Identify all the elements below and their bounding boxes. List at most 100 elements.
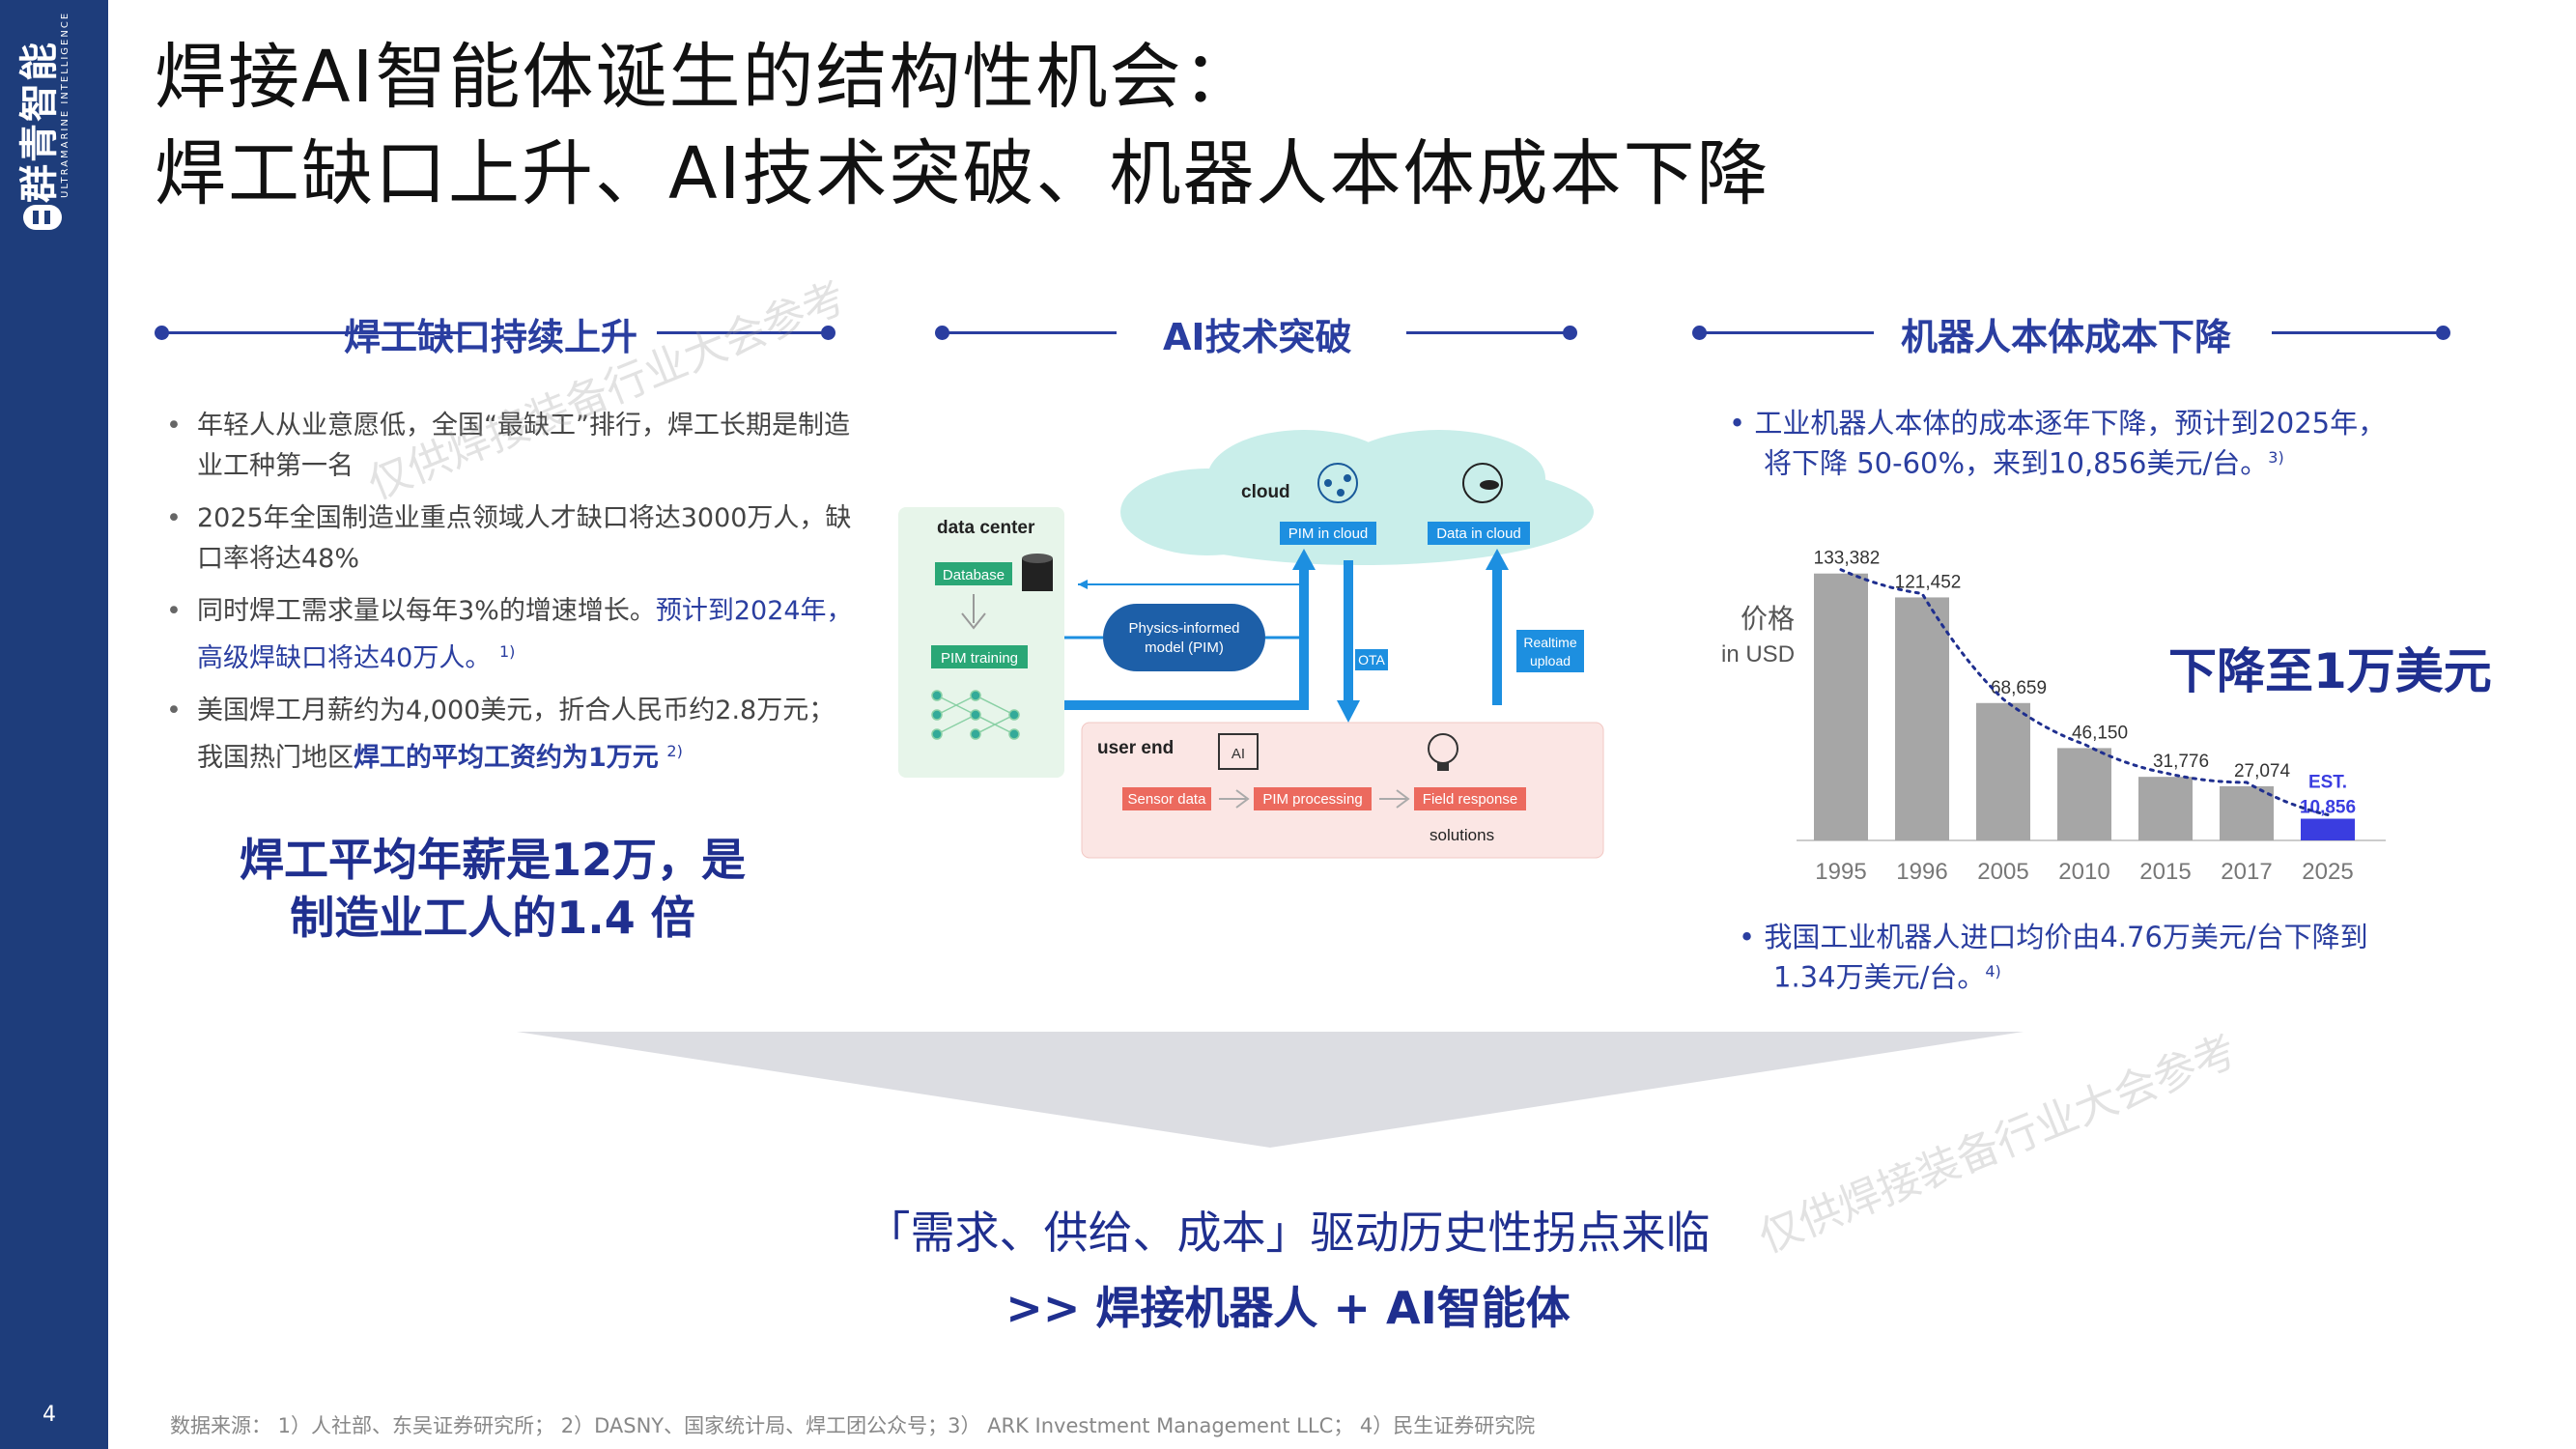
header-dot <box>1692 326 1707 340</box>
realtime-label-2: upload <box>1530 653 1571 668</box>
field-response-tag <box>1414 787 1526 810</box>
header-dot <box>935 326 949 340</box>
data-label: 27,074 <box>2234 761 2291 781</box>
data-label: 121,452 <box>1895 572 1962 592</box>
header-dot <box>821 326 835 340</box>
chart-bar <box>1814 573 1868 840</box>
tick-label: 2015 <box>2139 859 2191 885</box>
chart-ylabel-1: 价格 <box>1741 604 1795 634</box>
pim-in-cloud-label: PIM in cloud <box>1288 526 1369 542</box>
sidebar: 群青智能 ULTRAMARINE INTELLIGENCE 4 <box>0 0 108 1449</box>
arrow-down-icon <box>1337 700 1360 723</box>
header-line <box>162 331 471 334</box>
data-label: 133,382 <box>1814 549 1881 569</box>
neural-net-icon <box>931 690 1020 740</box>
ota-tag <box>1355 649 1388 670</box>
drop-callout: 下降至1万美元 <box>2168 643 2492 699</box>
tick-label: 2017 <box>2221 859 2272 885</box>
data-label: 68,659 <box>1991 678 2047 698</box>
brand-name: 群青智能 <box>17 41 62 203</box>
field-response-label: Field response <box>1423 791 1517 808</box>
list-item: 2025年全国制造业重点领域人才缺口将达3000万人，缺口率将达48% <box>162 498 858 580</box>
section-title-left: 焊工缺口持续上升 <box>344 316 638 358</box>
chart-bar <box>2301 818 2355 840</box>
sensor-data-tag <box>1122 787 1211 810</box>
tick-label: 2025 <box>2302 859 2353 885</box>
section-header-middle: AI技术突破 <box>935 307 1582 358</box>
est-label: EST. <box>2308 773 2347 793</box>
pim-in-cloud-tag <box>1280 522 1376 545</box>
chart-bar <box>2138 777 2193 840</box>
chart-svg: 价格 in USD 133,382121,45268,65946,15031,7… <box>1721 549 2386 885</box>
section-header-right: 机器人本体成本下降 <box>1692 307 2455 358</box>
pim-processing-label: PIM processing <box>1262 791 1362 808</box>
lightbulb-icon <box>1428 733 1458 771</box>
title-line-1: 焊接AI智能体诞生的结构性机会： <box>155 36 1257 119</box>
data-center-label: data center <box>937 518 1035 538</box>
page-number: 4 <box>42 1403 56 1427</box>
diagram-svg: cloud PIM in cloud Data in cloud data ce… <box>898 430 1604 859</box>
tick-label: 1995 <box>1815 859 1866 885</box>
page-title: 焊接AI智能体诞生的结构性机会： 焊工缺口上升、AI技术突破、机器人本体成本下降 <box>155 29 1769 222</box>
brand-logo-icon <box>23 205 62 230</box>
list-item: 年轻人从业意愿低，全国“最缺工”排行，焊工长期是制造业工种第一名 <box>162 406 858 487</box>
chart-bar <box>2057 748 2111 840</box>
ai-architecture-diagram: cloud PIM in cloud Data in cloud data ce… <box>898 425 1661 869</box>
physics-model-label-2: model (PIM) <box>1145 639 1224 656</box>
tick-label: 2010 <box>2058 859 2109 885</box>
header-dot <box>155 326 169 340</box>
data-source-footnote: 数据来源： 1）人社部、东吴证券研究所； 2）DASNY、国家统计局、焊工团公众… <box>170 1414 1536 1437</box>
data-center-box <box>898 507 1064 778</box>
list-item: • 工业机器人本体的成本逐年下降，预计到2025年， <box>1729 407 2387 440</box>
arrow-up-icon <box>1486 549 1509 570</box>
data-in-cloud-tag <box>1428 522 1530 545</box>
arrow-right-icon <box>1219 789 1250 809</box>
tick-label: 1996 <box>1896 859 1947 885</box>
header-line <box>657 331 831 334</box>
tick-label: 2005 <box>1977 859 2028 885</box>
list-item: 同时焊工需求量以每年3%的增速增长。预计到2024年，高级焊缺口将达40万人。 … <box>162 591 858 679</box>
ai-chip-icon <box>1218 733 1259 770</box>
conclusion-line-2: >> 焊接机器人 + AI智能体 <box>1005 1282 1571 1334</box>
header-dot <box>1563 326 1577 340</box>
arrow-left-icon <box>1078 580 1088 589</box>
physics-model-label-1: Physics-informed <box>1128 620 1239 637</box>
network-icon <box>1317 463 1358 503</box>
realtime-label-1: Realtime <box>1523 635 1576 650</box>
list-item-continued: 1.34万美元/台。4) <box>1773 960 2001 994</box>
right-bullet-bottom: • 我国工业机器人进口均价由4.76万美元/台下降到 1.34万美元/台。4) <box>1739 920 2453 995</box>
list-item: • 我国工业机器人进口均价由4.76万美元/台下降到 <box>1739 921 2368 953</box>
header-line <box>943 331 1117 334</box>
header-line <box>1406 331 1571 334</box>
conclusion-line-1: 「需求、供给、成本」驱动历史性拐点来临 <box>865 1207 1711 1259</box>
right-bullet-top: • 工业机器人本体的成本逐年下降，预计到2025年， 将下降 50-60%，来到… <box>1729 406 2444 481</box>
section-header-left: 焊工缺口持续上升 <box>155 307 840 358</box>
user-end-label: user end <box>1097 738 1174 758</box>
chart-bar <box>1895 597 1949 840</box>
list-item: 美国焊工月薪约为4,000美元，折合人民币约2.8万元；我国热门地区焊工的平均工… <box>162 691 858 779</box>
chart-bar <box>2220 785 2274 840</box>
cloud-label: cloud <box>1241 482 1290 502</box>
title-line-2: 焊工缺口上升、AI技术突破、机器人本体成本下降 <box>155 132 1770 215</box>
left-emphasis: 焊工平均年薪是12万，是 制造业工人的1.4 倍 <box>239 834 746 944</box>
sensor-data-label: Sensor data <box>1128 791 1207 808</box>
data-label: 10,856 <box>2300 798 2356 818</box>
section-title-middle: AI技术突破 <box>1163 316 1352 358</box>
list-item-continued: 将下降 50-60%，来到10,856美元/台。3) <box>1764 446 2284 480</box>
section-title-right: 机器人本体成本下降 <box>1901 316 2232 358</box>
pim-processing-tag <box>1254 787 1372 810</box>
header-line <box>1700 331 1874 334</box>
trend-line <box>1839 568 2330 817</box>
database-icon <box>1022 554 1053 591</box>
database-tag <box>935 562 1012 585</box>
database-label: Database <box>943 567 1005 583</box>
pim-training-label: PIM training <box>941 650 1018 667</box>
database-cloud-icon <box>1462 463 1503 503</box>
brand-subtitle: ULTRAMARINE INTELLIGENCE <box>60 11 71 198</box>
ota-label: OTA <box>1358 652 1385 668</box>
header-dot <box>2436 326 2450 340</box>
ai-chip-label: AI <box>1231 746 1245 762</box>
chart-bar <box>1976 702 2030 840</box>
chart-ylabel-2: in USD <box>1721 641 1795 668</box>
